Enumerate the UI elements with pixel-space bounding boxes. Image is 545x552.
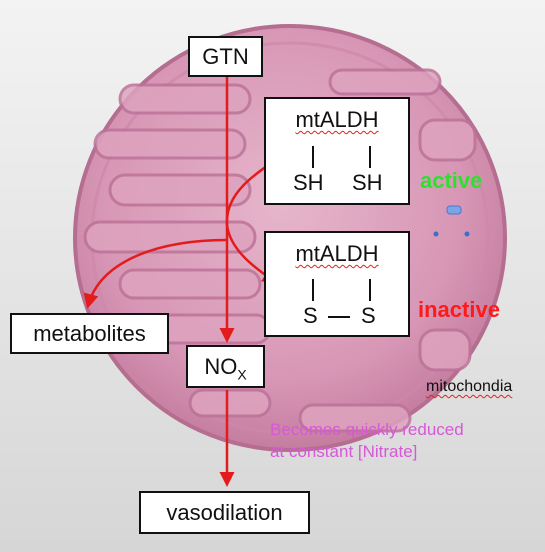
mtaldh-active-label: mtALDH <box>295 107 379 132</box>
sh-right-label: SH <box>352 170 383 195</box>
mitochondria-label: mitochondia <box>426 378 513 395</box>
vasodilation-box: vasodilation <box>139 491 310 534</box>
arrow-to-metabolites <box>83 238 228 309</box>
pathway-arrows <box>83 76 296 487</box>
selection-handle <box>433 205 470 237</box>
inactive-label: inactive <box>418 297 500 322</box>
bond-right-inactive <box>369 279 371 301</box>
note-line-1: Becomes quickly reduced <box>270 420 464 439</box>
vasodilation-label: vasodilation <box>166 500 283 525</box>
disulfide-bond <box>328 316 350 318</box>
gtn-box: GTN <box>188 36 263 77</box>
arrow-mtaldh-cycle <box>225 146 296 284</box>
active-label: active <box>420 168 483 193</box>
gtn-label: GTN <box>202 44 249 69</box>
s-right-label: S <box>361 303 376 328</box>
mtaldh-active-box: mtALDH SH SH <box>264 97 410 205</box>
mtaldh-inactive-box: mtALDH S S <box>264 231 410 337</box>
bond-left-active <box>312 146 314 168</box>
mitochondrion-cristae <box>83 68 477 433</box>
bond-right-active <box>369 146 371 168</box>
nox-box: NOX <box>186 345 265 388</box>
metabolites-label: metabolites <box>33 321 146 346</box>
nox-label: NO <box>204 354 238 379</box>
s-left-label: S <box>303 303 318 328</box>
metabolites-box: metabolites <box>10 313 169 354</box>
note-line-2: at constant [Nitrate] <box>270 442 418 461</box>
nox-subscript: X <box>237 366 247 383</box>
bond-left-inactive <box>312 279 314 301</box>
sh-left-label: SH <box>293 170 324 195</box>
mtaldh-inactive-label: mtALDH <box>295 241 379 266</box>
